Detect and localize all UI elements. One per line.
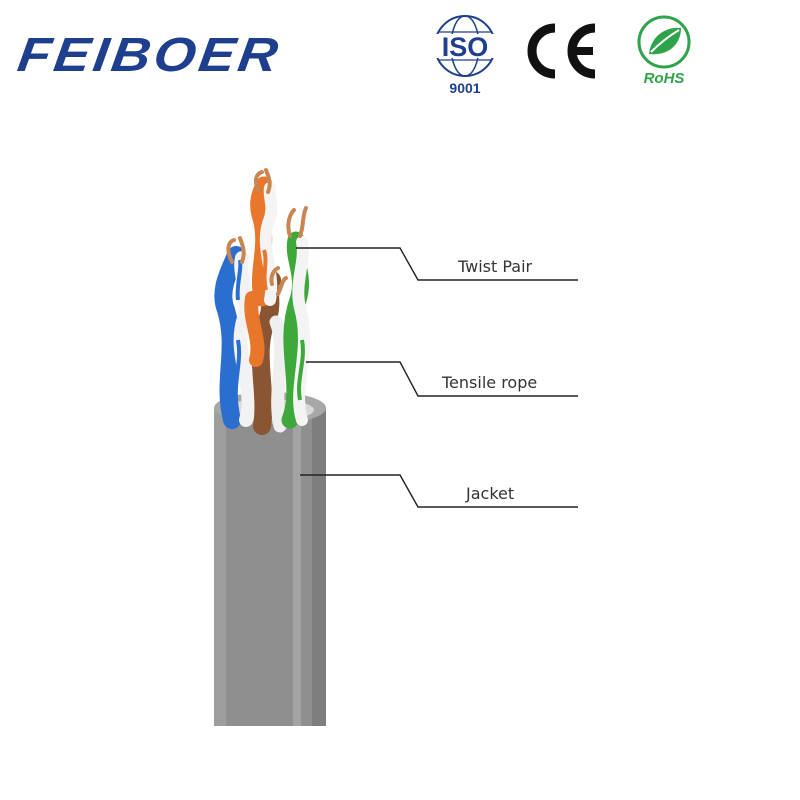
callout-leaders xyxy=(296,247,578,508)
brand-logo: FEIBOER xyxy=(14,29,285,82)
iso-code: 9001 xyxy=(449,80,481,96)
jacket-label: Jacket xyxy=(466,484,515,503)
iso-globe-icon: ISO xyxy=(431,15,499,77)
rohs-logo: RoHS xyxy=(625,14,703,92)
cable-jacket xyxy=(214,392,326,726)
tensile-rope-label: Tensile rope xyxy=(442,373,538,392)
twist-pair-label: Twist Pair xyxy=(458,257,533,276)
certification-logos: ISO 9001 RoHS xyxy=(415,8,705,98)
rohs-label: RoHS xyxy=(643,70,685,87)
ce-mark-icon xyxy=(523,16,603,86)
iso-label: ISO xyxy=(442,32,489,62)
iso-9001-logo: ISO 9001 xyxy=(425,12,505,96)
cable-diagram xyxy=(214,168,578,726)
tensile-rope-leader xyxy=(306,361,578,397)
jacket-leader xyxy=(300,474,578,508)
twist-pair-leader xyxy=(296,247,578,281)
rohs-leaf-icon xyxy=(637,15,691,69)
copper-conductors xyxy=(226,168,308,296)
twisted-pairs xyxy=(214,176,310,435)
